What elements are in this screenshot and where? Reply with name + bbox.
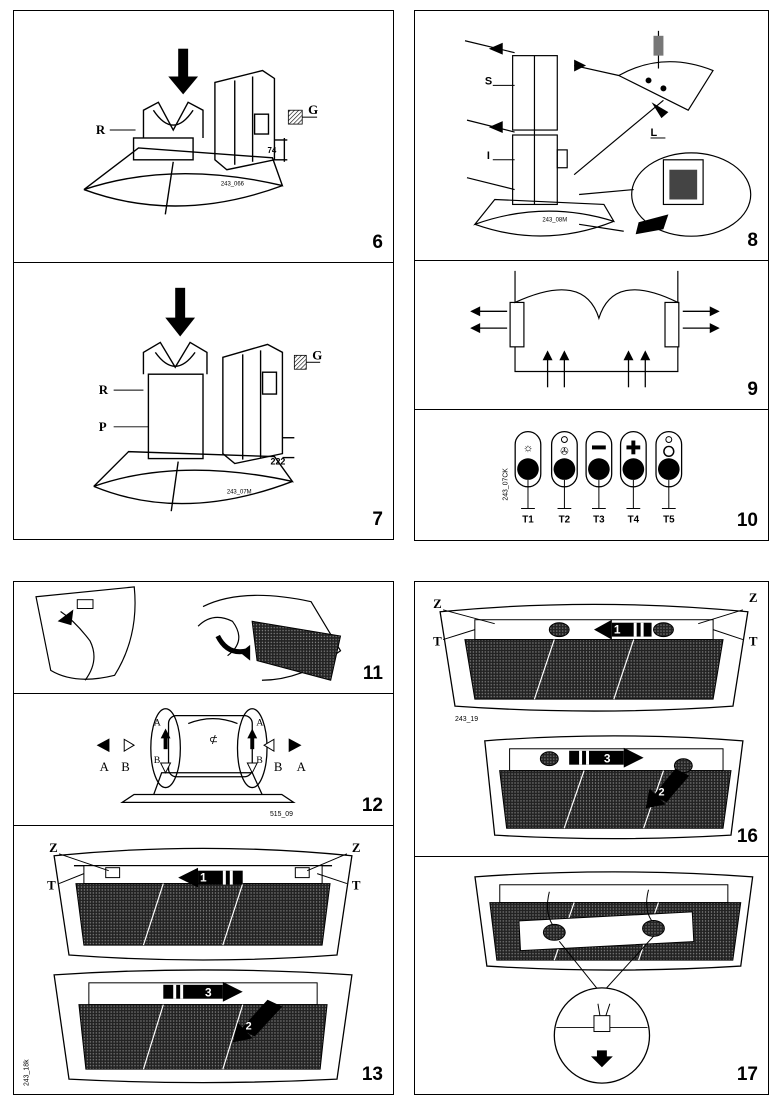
button-label-t3: T3 (593, 514, 605, 525)
timer-icon (663, 445, 675, 458)
drawing-code: 243_066 (221, 182, 245, 188)
dimension-label: 74 (267, 146, 276, 155)
control-button-t2: ✇ (550, 431, 578, 488)
label-t: T (47, 879, 56, 893)
figure-number: 9 (747, 379, 758, 400)
label-t: T (352, 879, 361, 893)
step-label: 1 (614, 623, 621, 637)
control-button-t4 (619, 431, 647, 488)
figure-number: 13 (361, 1064, 383, 1085)
arrow-a-icon (96, 738, 110, 753)
label-z: Z (749, 591, 758, 605)
figure-17-panel: 17 (414, 856, 769, 1095)
figure-number: 6 (372, 232, 383, 253)
label-i: I (487, 150, 490, 162)
label-b: B (256, 755, 263, 766)
label-b: B (154, 755, 161, 766)
label-t: T (433, 635, 442, 649)
label-a: A (100, 760, 110, 774)
figure-6-drawing: R G 74 243_066 (83, 48, 318, 215)
button-label-t4: T4 (628, 514, 640, 525)
motor-logo: ⊄ (209, 734, 218, 746)
control-button-t5 (655, 431, 683, 488)
light-icon: ☼ (523, 440, 534, 454)
figure-11-panel: 11 (13, 581, 394, 694)
figure-number: 8 (747, 230, 758, 251)
fan-icon: ✇ (560, 446, 568, 457)
control-button-t1: ☼ (514, 431, 542, 488)
zoom-circle (553, 987, 651, 1084)
step-label: 3 (205, 986, 212, 1000)
down-arrow-icon (168, 48, 199, 95)
label-p: P (99, 420, 107, 434)
step-label: 1 (200, 871, 207, 885)
plus-icon (626, 440, 641, 455)
airflow-arrows (470, 306, 720, 388)
label-a: A (297, 760, 307, 774)
figure-6-panel: R G 74 243_066 6 (13, 10, 394, 263)
step-label: 2 (659, 786, 665, 798)
figure-13-panel: 1 Z Z T T 3 2 243_18k 13 (13, 825, 394, 1095)
minus-icon (591, 445, 606, 450)
step-1-arrow (593, 619, 652, 640)
label-z: Z (433, 597, 442, 611)
figure-12-panel: ⊄ A B A B A B B A 515_09 12 (13, 693, 394, 826)
label-t: T (749, 635, 758, 649)
step-3-arrow (163, 981, 243, 1002)
drawing-code: 243_07M (227, 489, 252, 495)
figure-number: 11 (362, 663, 383, 684)
lamp-icon (593, 1015, 611, 1033)
arrow-icon (574, 59, 587, 72)
figure-number: 10 (736, 510, 758, 531)
down-arrow-icon (165, 287, 196, 337)
step-3-arrow (569, 747, 644, 768)
arrow-b-icon (263, 738, 275, 752)
button-label-t5: T5 (663, 514, 675, 525)
control-button-t3 (585, 431, 613, 488)
figure-9-panel: 9 (414, 260, 769, 410)
label-b: B (121, 760, 130, 774)
label-l: L (651, 127, 658, 139)
label-z: Z (49, 841, 58, 855)
step-label: 2 (246, 1020, 252, 1032)
step-1-arrow (178, 867, 243, 888)
step-2-arrow (232, 999, 283, 1043)
slide-arrow-icon (57, 609, 74, 626)
push-arrow-icon (635, 214, 669, 235)
button-label-t1: T1 (522, 514, 534, 525)
figure-number: 12 (361, 795, 383, 816)
drawing-code: 243_19 (455, 716, 478, 723)
down-arrow-icon (591, 1050, 613, 1068)
figure-number: 7 (372, 509, 383, 530)
label-r: R (96, 123, 106, 137)
label-g: G (312, 348, 322, 362)
arrow-icon (488, 121, 503, 134)
dimension-label: 222 (271, 457, 286, 467)
label-z: Z (352, 841, 361, 855)
label-b: B (274, 760, 283, 774)
arrow-icon (488, 42, 503, 55)
figure-7-panel: R P G 222 243_07M 7 (13, 262, 394, 540)
label-a: A (154, 718, 162, 729)
drawing-code: 515_09 (270, 811, 293, 818)
figure-number: 16 (736, 826, 758, 847)
button-label-t2: T2 (559, 514, 571, 525)
drawing-code: 243_08M (542, 217, 567, 223)
step-label: 3 (604, 752, 611, 766)
arrow-a-icon (288, 738, 302, 753)
figure-8-panel: S I L 243_08M 8 (414, 10, 769, 261)
figure-10-panel: 243_07CK ☼ ✇ (414, 409, 769, 541)
arrow-icon (651, 102, 669, 119)
drawing-code: 243_07CK (502, 468, 509, 501)
figure-number: 17 (736, 1064, 758, 1085)
arrow-b-icon (123, 738, 136, 752)
step-2-arrow (645, 768, 690, 809)
label-a: A (256, 718, 264, 729)
figure-16-panel: 1 Z Z T T 243_19 3 2 16 (414, 581, 769, 857)
label-g: G (308, 103, 318, 117)
label-s: S (485, 75, 492, 87)
label-r: R (99, 383, 109, 397)
drawing-code: 243_18k (23, 1059, 30, 1086)
pull-arrow-icon (215, 634, 248, 655)
